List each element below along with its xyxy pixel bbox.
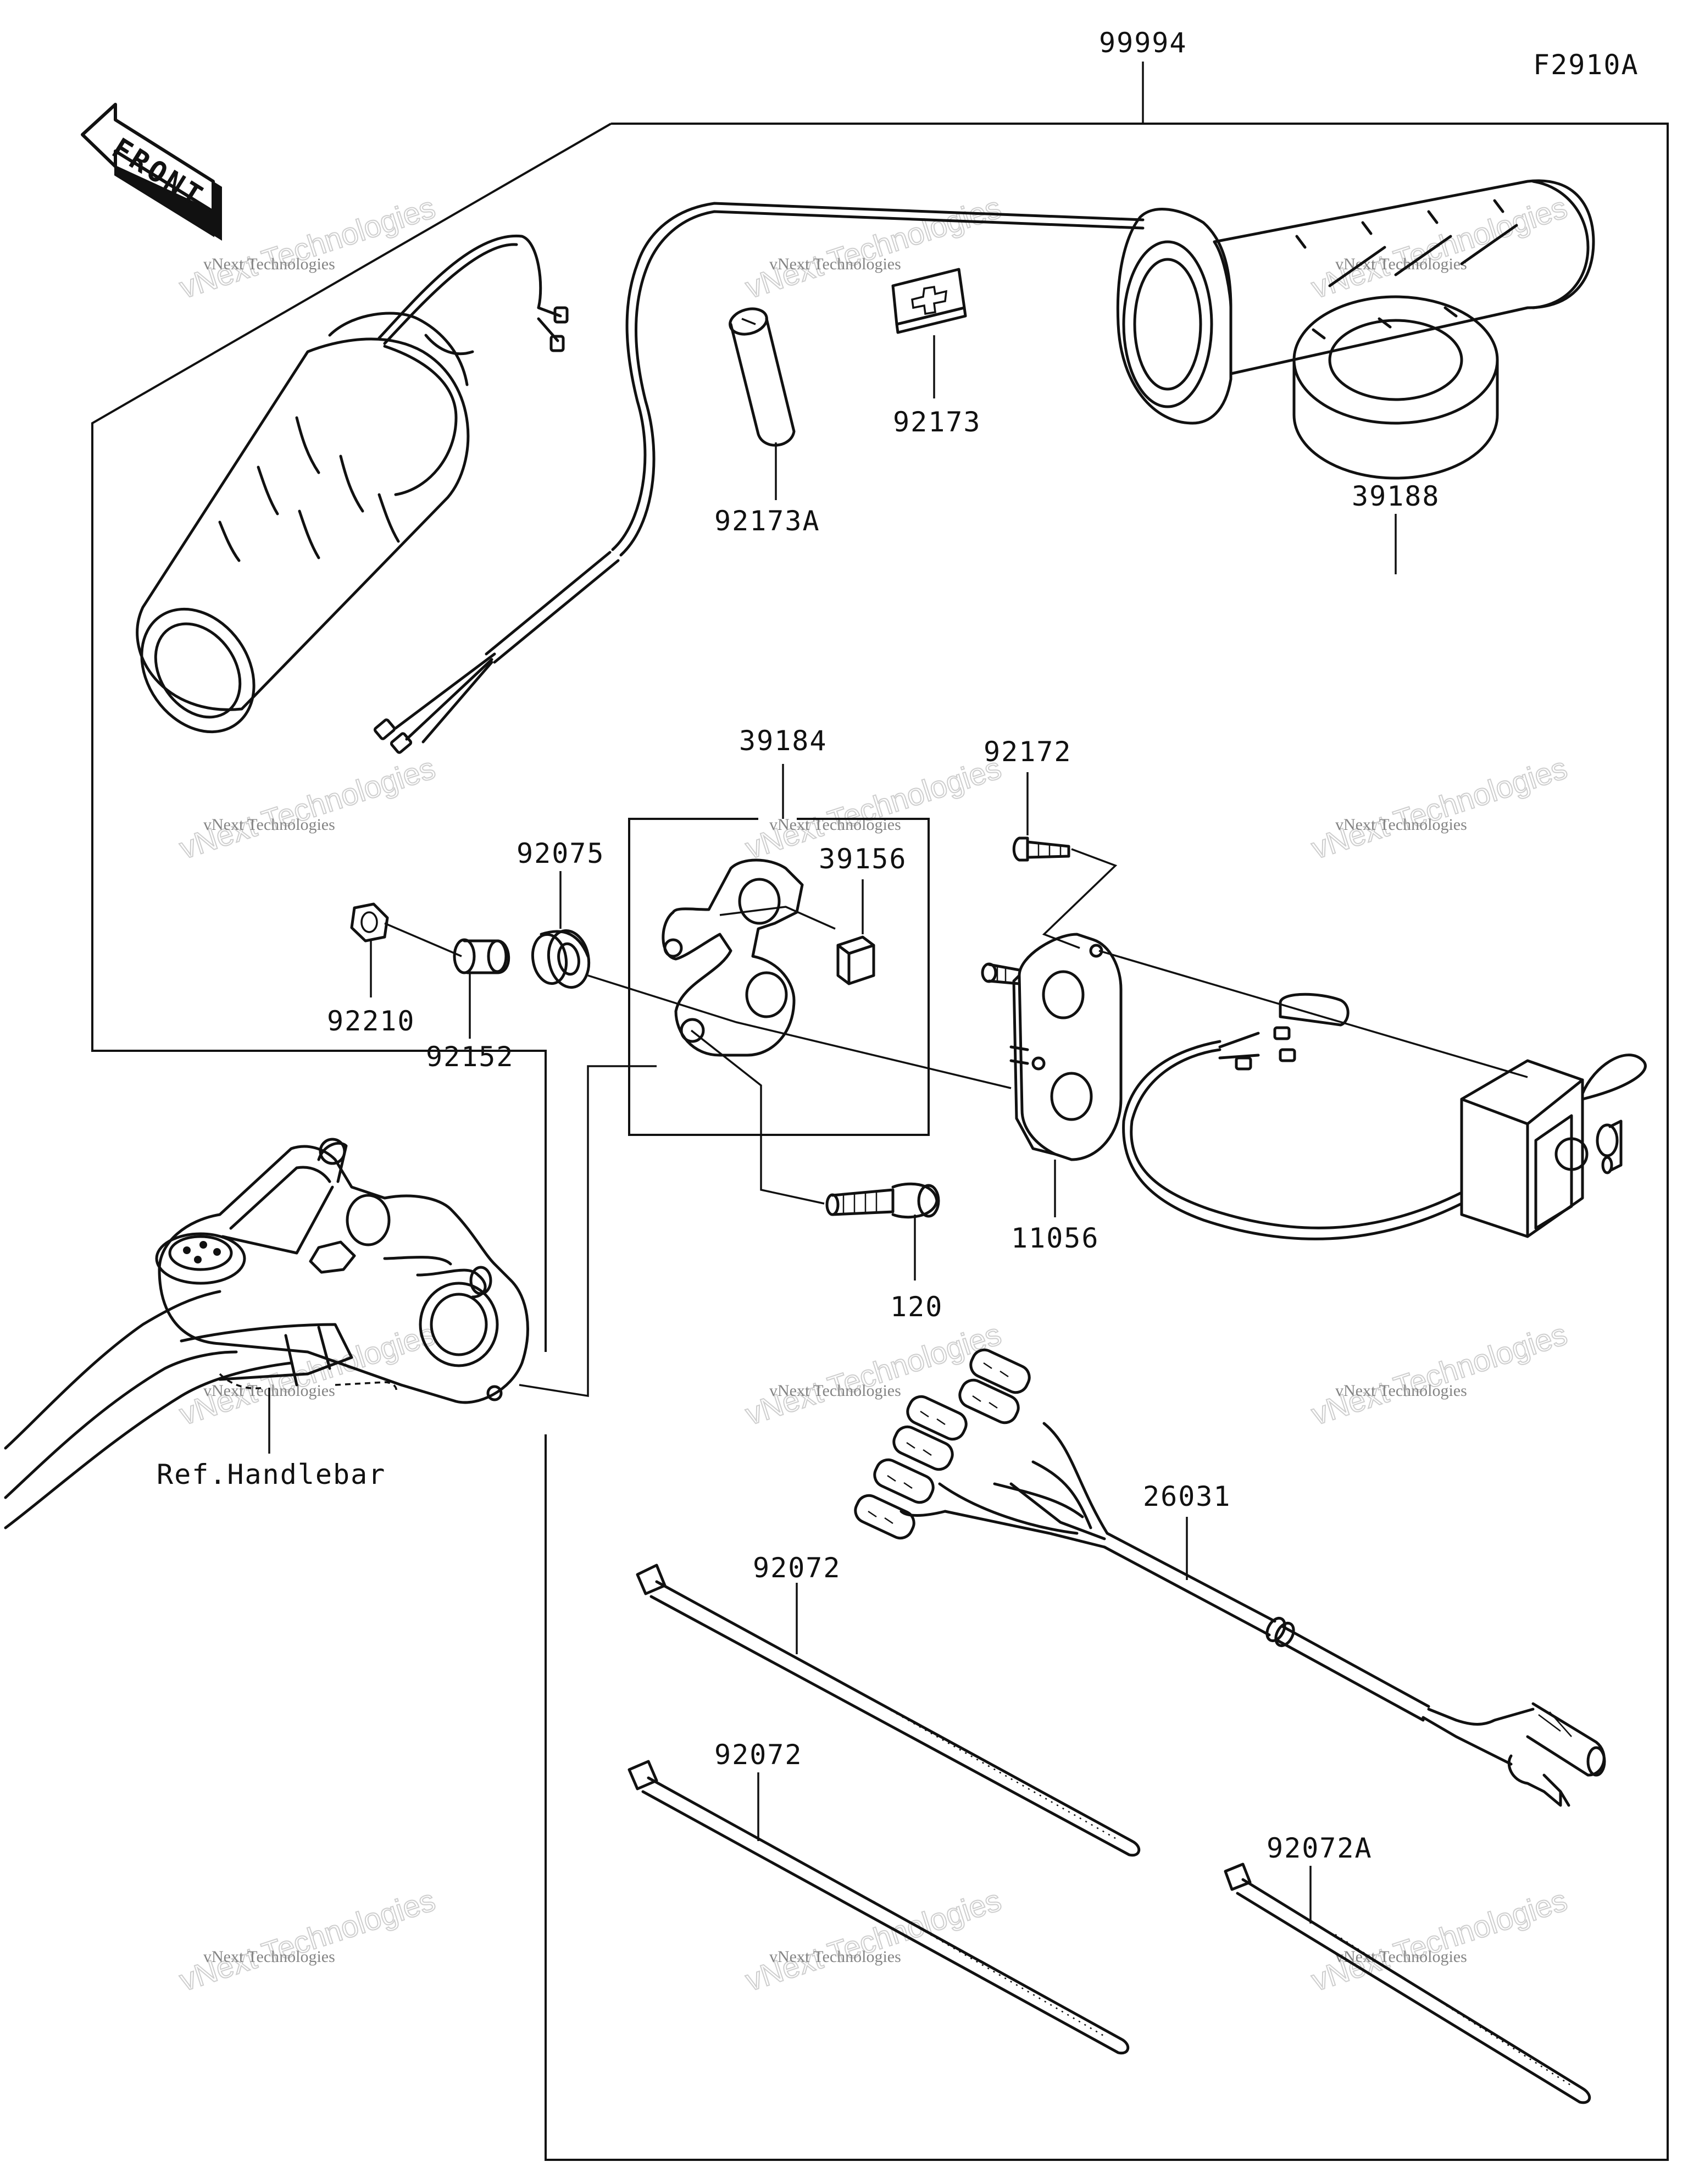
part-label-39188: 39188	[1352, 480, 1440, 512]
right-grip	[1116, 179, 1595, 425]
watermark-outline: vNext Technologies	[1307, 190, 1571, 305]
bracket-group-frame	[628, 818, 930, 1136]
watermark-outline: vNext Technologies	[741, 1316, 1005, 1432]
screw-92172	[1012, 836, 1070, 862]
nut-92210	[350, 902, 389, 943]
cable-tie-92072-lower	[628, 1760, 1129, 2055]
watermark-text: vNext Technologies	[769, 255, 901, 273]
part-label-39184: 39184	[739, 725, 828, 757]
cable-tie-92072-upper	[636, 1564, 1140, 1857]
watermark-outline: vNext Technologies	[1307, 1316, 1571, 1432]
ring-39188	[1292, 295, 1499, 480]
assembly-line	[719, 906, 836, 930]
leader-bolt-path	[690, 1029, 825, 1205]
watermark-text: vNext Technologies	[1335, 1948, 1467, 1966]
part-label-92072-upper: 92072	[753, 1552, 841, 1584]
pad-92173	[891, 268, 967, 334]
screw-path	[1042, 848, 1118, 949]
part-label-92072A: 92072A	[1267, 1832, 1373, 1864]
watermark-text: vNext Technologies	[1335, 816, 1467, 834]
watermark-text: vNext Technologies	[203, 255, 335, 273]
watermarks: vNext Technologies vNext Technologies vN…	[175, 189, 1572, 1998]
part-label-92210: 92210	[327, 1005, 415, 1037]
watermark-text: vNext Technologies	[203, 1948, 335, 1966]
watermark-text: vNext Technologies	[769, 1382, 901, 1400]
bracket-39184	[662, 858, 804, 1057]
part-label-92072-lower: 92072	[714, 1739, 803, 1771]
bracket-11056	[981, 933, 1123, 1161]
watermark-outline: vNext Technologies	[175, 1882, 439, 1998]
front-arrow-icon: FRONT	[81, 103, 222, 241]
ref-handlebar-label: Ref.Handlebar	[157, 1459, 386, 1490]
kit-frame-left	[91, 123, 612, 1352]
left-grip	[136, 202, 1145, 754]
watermark-text: vNext Technologies	[769, 1948, 901, 1966]
watermark-text: vNext Technologies	[1335, 1382, 1467, 1400]
part-label-39156: 39156	[819, 843, 907, 875]
assembly-axis-right	[1098, 950, 1528, 1078]
grommet-92075	[531, 929, 591, 989]
cube-39156	[836, 935, 875, 985]
assembly-axis	[384, 922, 462, 957]
assembly-axis	[587, 974, 1012, 1089]
diagram-code: F2910A	[1533, 49, 1639, 81]
watermark-outline: vNext Technologies	[175, 750, 439, 866]
sleeve-92173A	[729, 307, 796, 447]
part-label-92172: 92172	[984, 736, 1072, 768]
part-label-11056: 11056	[1011, 1222, 1100, 1254]
watermark-outline: vNext Technologies	[1307, 1882, 1571, 1998]
part-label-92075: 92075	[517, 838, 605, 869]
kit-frame	[545, 123, 1669, 2161]
harness-26031	[854, 1348, 1606, 1807]
part-label-92152: 92152	[426, 1041, 514, 1073]
bolt-120	[825, 1182, 940, 1219]
watermark-text: vNext Technologies	[203, 816, 335, 834]
grip-controller	[1122, 993, 1647, 1240]
part-label-92173: 92173	[893, 406, 981, 438]
part-label-92173A: 92173A	[714, 505, 820, 537]
leader-handlebar-mount	[519, 1065, 657, 1398]
handlebar-switch-housing	[4, 1138, 529, 1529]
part-label-99994: 99994	[1099, 27, 1187, 59]
watermark-outline: vNext Technologies	[741, 1882, 1005, 1998]
collar-92152	[453, 938, 510, 974]
watermark-outline: vNext Technologies	[1307, 750, 1571, 866]
cable-tie-92072A	[1224, 1863, 1591, 2104]
part-label-26031: 26031	[1143, 1481, 1231, 1512]
part-label-120: 120	[890, 1291, 943, 1323]
